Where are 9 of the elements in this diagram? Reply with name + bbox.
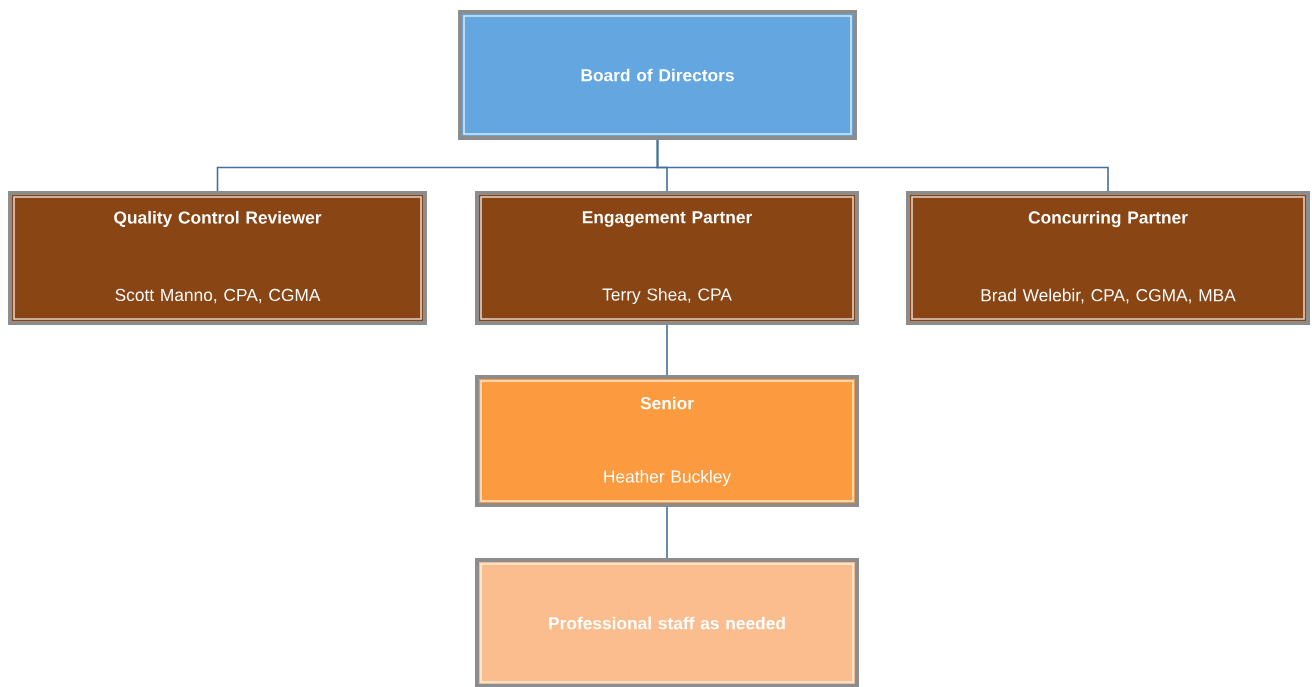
org-box: Professional staff as needed bbox=[475, 558, 859, 687]
org-box: Senior Heather Buckley bbox=[475, 375, 859, 507]
org-box: Concurring Partner Brad Welebir, CPA, CGMA, MBA bbox=[906, 191, 1310, 325]
org-box: Board of Directors bbox=[458, 10, 857, 140]
connector-line bbox=[666, 506, 668, 559]
org-box: Quality Control Reviewer Scott Manno, CPA, CGMA bbox=[8, 191, 427, 325]
connector-line bbox=[666, 324, 668, 376]
org-box: Engagement Partner Terry Shea, CPA bbox=[475, 191, 859, 325]
connector-line bbox=[656, 139, 1109, 192]
